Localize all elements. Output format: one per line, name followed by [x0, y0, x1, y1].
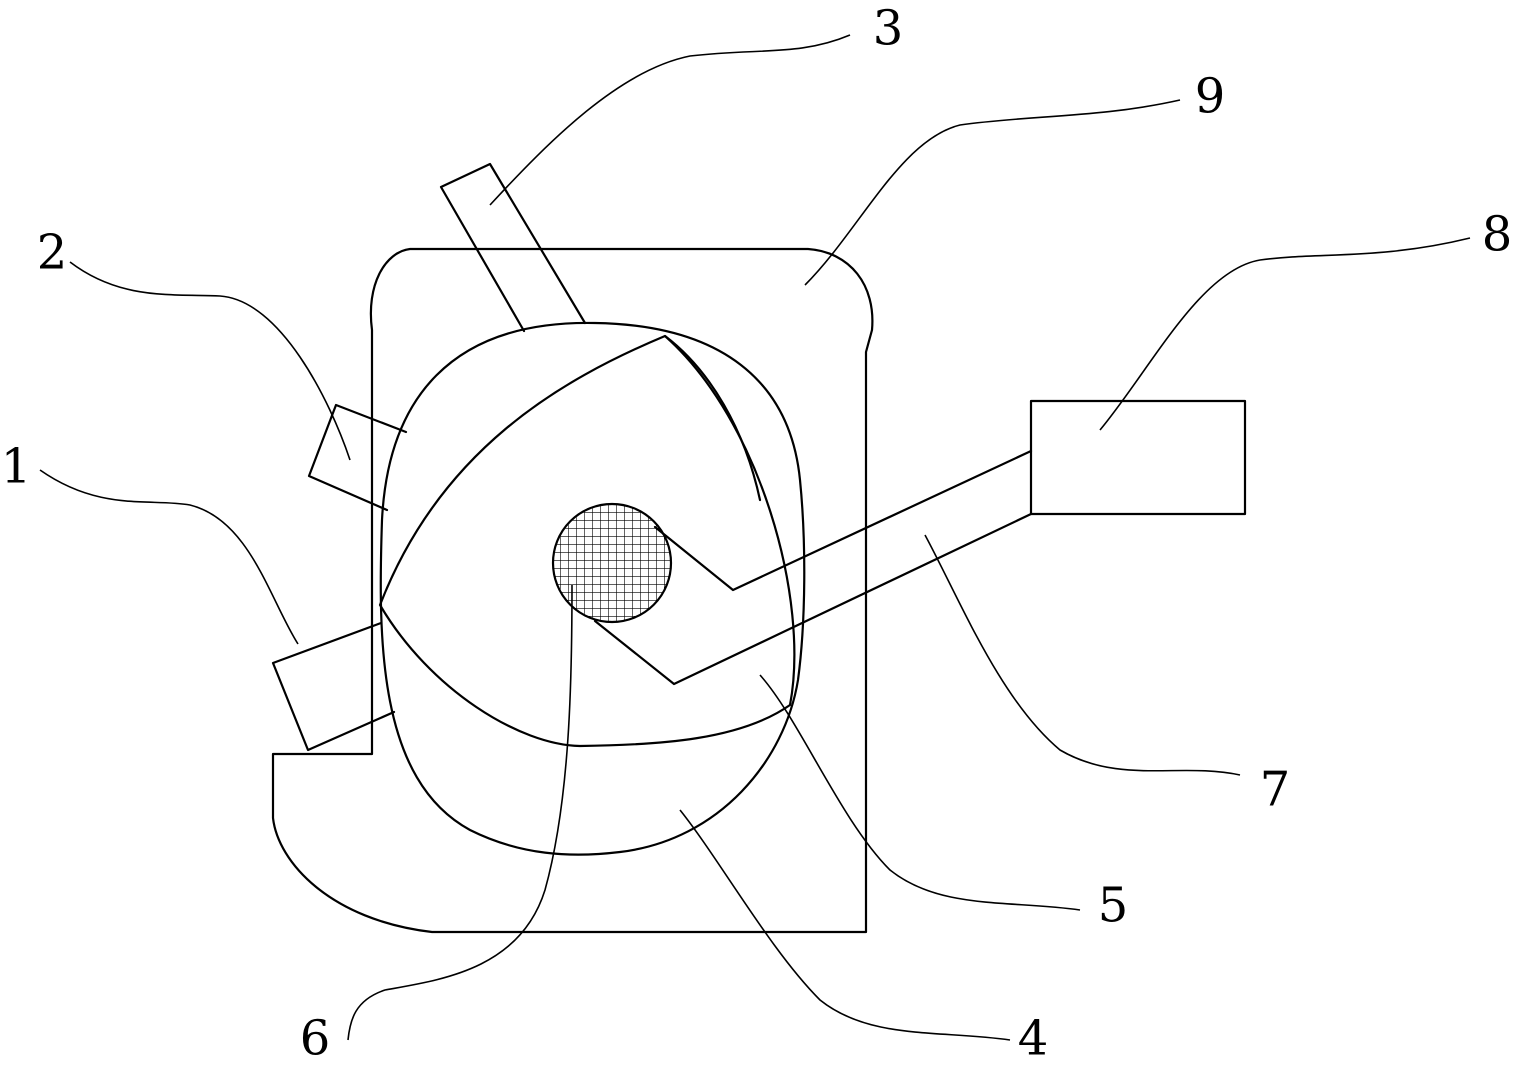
rotor-housing: [379, 321, 806, 856]
component-3-bar: [439, 162, 587, 333]
label-6: 6: [300, 1011, 331, 1067]
label-8: 8: [1482, 207, 1513, 263]
leader-5: [759, 674, 1081, 911]
component-1-block: [271, 621, 396, 752]
label-2: 2: [37, 225, 68, 281]
housing-outline: [271, 247, 874, 934]
label-3: 3: [873, 1, 904, 57]
leader-1: [39, 469, 299, 645]
leader-4: [679, 809, 1011, 1041]
leader-7: [924, 534, 1241, 776]
component-8-box: [1029, 399, 1247, 516]
hub: [551, 502, 673, 624]
leader-3: [489, 34, 851, 206]
component-2-block: [307, 403, 408, 512]
rotor-inner-arc: [663, 334, 762, 502]
shaft-arm: [593, 449, 1033, 686]
label-7: 7: [1260, 762, 1291, 818]
label-5: 5: [1098, 878, 1129, 934]
label-9: 9: [1195, 69, 1226, 125]
label-1: 1: [1, 439, 32, 495]
leader-2: [69, 261, 351, 461]
leader-6: [347, 584, 573, 1041]
leader-8: [1099, 237, 1471, 431]
label-4: 4: [1018, 1011, 1049, 1067]
leader-9: [804, 99, 1181, 286]
rotor-triangle: [378, 334, 796, 748]
